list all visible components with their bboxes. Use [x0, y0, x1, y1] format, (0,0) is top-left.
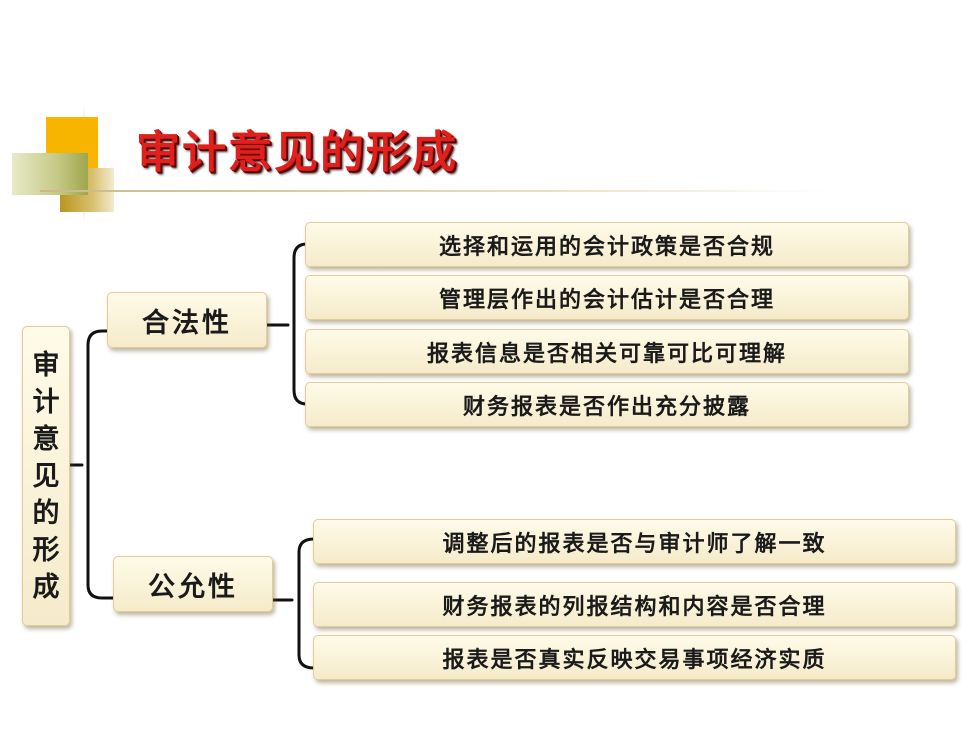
- root-char: 审: [32, 349, 60, 381]
- slide-title: 审计意见的形成: [136, 127, 458, 178]
- leaf-node: 财务报表的列报结构和内容是否合理: [313, 582, 956, 627]
- branch-node-fairness: 公允性: [113, 556, 273, 612]
- root-char: 的: [32, 497, 60, 529]
- connector-root-bracket: [68, 329, 115, 600]
- leaf-node: 报表是否真实反映交易事项经济实质: [313, 635, 956, 680]
- connector-hefa-bracket: [265, 242, 309, 406]
- root-char: 计: [32, 386, 60, 418]
- leaf-node: 财务报表是否作出充分披露: [305, 382, 909, 427]
- root-char: 见: [32, 460, 60, 492]
- leaf-node: 选择和运用的会计政策是否合规: [305, 222, 909, 267]
- branch-node-legality: 合法性: [107, 292, 267, 348]
- decor-title-underline: [40, 190, 830, 192]
- root-node: 审 计 意 见 的 形 成: [22, 326, 70, 626]
- root-char: 成: [32, 571, 60, 603]
- root-char: 意: [32, 423, 60, 455]
- decor-green-square: [12, 153, 88, 195]
- leaf-node: 管理层作出的会计估计是否合理: [305, 275, 909, 320]
- connector-gongyun-bracket: [271, 537, 316, 670]
- root-char: 形: [32, 534, 60, 566]
- leaf-node: 报表信息是否相关可靠可比可理解: [305, 329, 909, 374]
- leaf-node: 调整后的报表是否与审计师了解一致: [313, 519, 956, 564]
